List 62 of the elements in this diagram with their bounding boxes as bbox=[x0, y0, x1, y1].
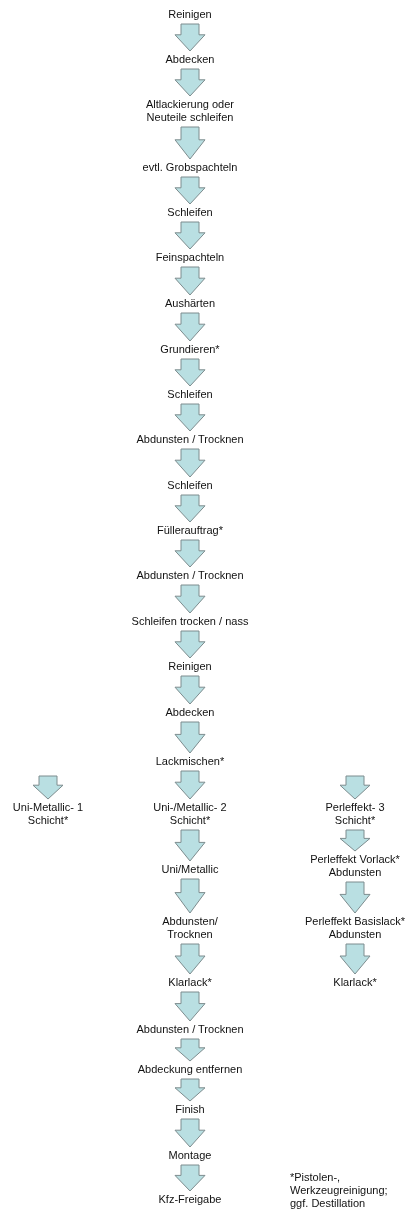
block-arrow bbox=[174, 721, 206, 754]
step-label: Abdunsten / Trocknen bbox=[125, 433, 255, 446]
block-arrow bbox=[174, 494, 206, 523]
step-label: Perleffekt- 3 Schicht* bbox=[320, 801, 390, 827]
step-label: Reinigen bbox=[135, 660, 245, 673]
step-label: Feinspachteln bbox=[135, 251, 245, 264]
step-label: Schleifen bbox=[135, 206, 245, 219]
block-arrow bbox=[174, 878, 206, 914]
block-arrow bbox=[339, 881, 371, 914]
step-label: Schleifen trocken / nass bbox=[115, 615, 265, 628]
step-label: Grundieren* bbox=[135, 343, 245, 356]
step-label: Reinigen bbox=[135, 8, 245, 21]
step-label: Montage bbox=[150, 1149, 230, 1162]
step-label: Uni-/Metallic- 2 Schicht* bbox=[150, 801, 230, 827]
step-label: Abdecken bbox=[135, 53, 245, 66]
step-label: Abdeckung entfernen bbox=[125, 1063, 255, 1076]
block-arrow bbox=[32, 775, 64, 800]
block-arrow bbox=[174, 221, 206, 250]
step-label: Finish bbox=[150, 1103, 230, 1116]
block-arrow bbox=[174, 675, 206, 705]
step-label: Schleifen bbox=[135, 479, 245, 492]
block-arrow bbox=[174, 539, 206, 568]
step-label: Abdunsten/ Trocknen bbox=[156, 915, 224, 941]
block-arrow bbox=[174, 584, 206, 614]
step-label: Abdecken bbox=[135, 706, 245, 719]
block-arrow bbox=[174, 403, 206, 432]
step-label: Füllerauftrag* bbox=[135, 524, 245, 537]
step-label: Uni/Metallic bbox=[135, 863, 245, 876]
block-arrow bbox=[339, 829, 371, 852]
step-label: Abdunsten / Trocknen bbox=[125, 1023, 255, 1036]
block-arrow bbox=[174, 358, 206, 387]
step-label: Kfz-Freigabe bbox=[140, 1193, 240, 1206]
block-arrow bbox=[174, 770, 206, 800]
step-label: Klarlack* bbox=[315, 976, 395, 989]
block-arrow bbox=[174, 630, 206, 659]
step-label: Lackmischen* bbox=[135, 755, 245, 768]
block-arrow bbox=[174, 1038, 206, 1062]
step-label: Aushärten bbox=[135, 297, 245, 310]
footnote: *Pistolen-, Werkzeugreinigung; ggf. Destillation bbox=[290, 1171, 389, 1210]
block-arrow bbox=[174, 266, 206, 296]
block-arrow bbox=[174, 991, 206, 1022]
step-label: Abdunsten / Trocknen bbox=[125, 569, 255, 582]
block-arrow bbox=[174, 1118, 206, 1148]
step-label: Uni-Metallic- 1 Schicht* bbox=[10, 801, 86, 827]
block-arrow bbox=[174, 943, 206, 975]
block-arrow bbox=[174, 176, 206, 205]
block-arrow bbox=[174, 68, 206, 97]
block-arrow bbox=[174, 1164, 206, 1192]
step-label: evtl. Grobspachteln bbox=[125, 161, 255, 174]
step-label: Perleffekt Basislack* Abdunsten bbox=[295, 915, 412, 941]
block-arrow bbox=[174, 829, 206, 862]
block-arrow bbox=[174, 1078, 206, 1102]
block-arrow bbox=[174, 448, 206, 478]
block-arrow bbox=[174, 126, 206, 160]
step-label: Altlackierung oder Neuteile schleifen bbox=[131, 98, 249, 124]
step-label: Klarlack* bbox=[150, 976, 230, 989]
block-arrow bbox=[174, 312, 206, 342]
block-arrow bbox=[339, 775, 371, 800]
step-label: Schleifen bbox=[135, 388, 245, 401]
step-label: Perleffekt Vorlack* Abdunsten bbox=[296, 853, 412, 879]
block-arrow bbox=[174, 23, 206, 52]
block-arrow bbox=[339, 943, 371, 975]
